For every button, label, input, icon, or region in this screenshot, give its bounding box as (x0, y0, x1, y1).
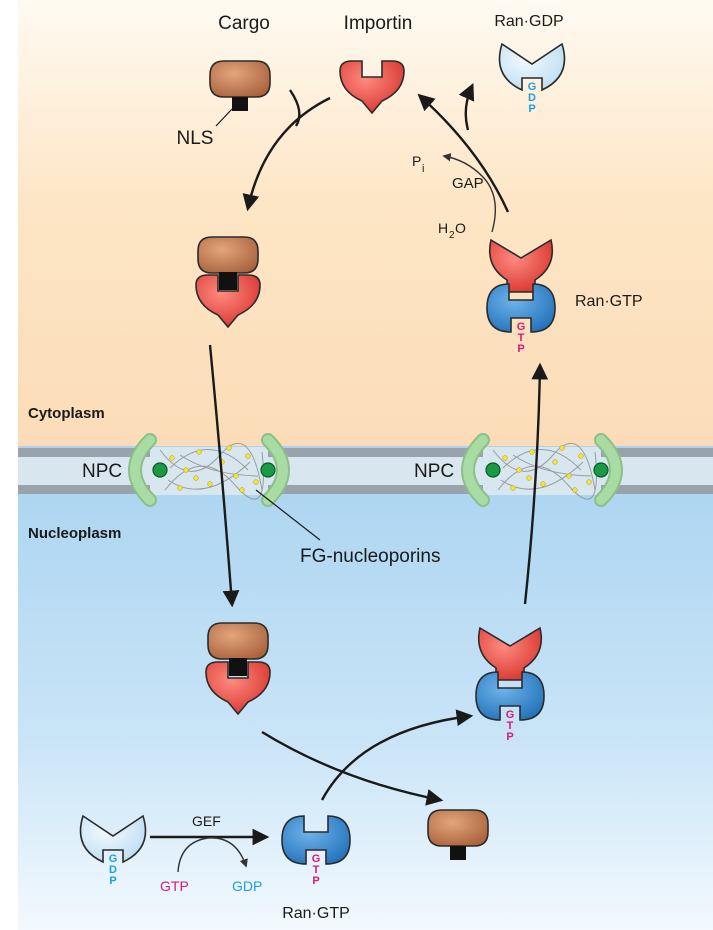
label-cargo: Cargo (218, 13, 270, 34)
nucleotide-letter: G (517, 321, 526, 333)
label-importin: Importin (344, 13, 413, 34)
arrow-icon (417, 93, 510, 213)
label-gdp-out: GDP (232, 878, 262, 894)
npc-right-icon (461, 433, 623, 507)
cytoplasm-region (18, 0, 713, 446)
nucleotide-letter: P (528, 103, 535, 115)
arrow-icon (523, 362, 549, 605)
arrow-icon (261, 730, 444, 806)
label-cytoplasm: Cytoplasm (28, 405, 105, 422)
nls-pointer (215, 108, 233, 127)
nucleotide-letter: D (109, 864, 117, 876)
npc-left-icon (128, 433, 290, 507)
nucleotide-letter: T (518, 332, 525, 344)
label-gtp-in: GTP (160, 878, 189, 894)
nucleotide-letter: P (312, 875, 319, 887)
arrow-icon (458, 82, 475, 131)
label-gap: GAP (452, 175, 484, 192)
nucleotide-letter: P (506, 731, 513, 743)
nucleotide-letter: G (506, 709, 515, 721)
nucleotide-letter: D (528, 92, 536, 104)
fg-pointer (255, 489, 321, 541)
arrow-icon (208, 344, 240, 608)
label-pi: P (412, 153, 421, 169)
label-pi-subscript: i (422, 163, 424, 175)
label-ran-gdp-top: Ran·GDP (494, 13, 563, 30)
arrow-icon (242, 96, 331, 212)
nucleotide-letter: P (109, 875, 116, 887)
nucleotide-letter: G (528, 81, 537, 93)
released-cargo-icon (427, 809, 489, 860)
label-ran-gtp-bottom: Ran·GTP (282, 905, 350, 922)
label-fg-nucleoporins: FG-nucleoporins (300, 546, 440, 567)
nucleotide-letter: G (312, 853, 321, 865)
arrows (150, 82, 549, 846)
label-nucleoplasm: Nucleoplasm (28, 525, 121, 542)
cargo-importin-complex-nucleoplasm (205, 622, 271, 715)
label-ran-gtp-right: Ran·GTP (575, 293, 643, 310)
label-h2o: H (438, 220, 448, 236)
arrow-icon (289, 89, 301, 127)
label-npc-right: NPC (414, 461, 454, 482)
nucleotide-letter: T (313, 864, 320, 876)
label-nls: NLS (177, 128, 214, 149)
nucleotide-letter: P (517, 343, 524, 355)
nucleotide-letter: T (507, 720, 514, 732)
label-gef: GEF (192, 813, 221, 829)
label-npc-left: NPC (82, 461, 122, 482)
gap-hydrolysis-arrow-icon (442, 153, 496, 233)
arrow-icon (320, 709, 474, 801)
cargo-protein-icon (209, 60, 271, 111)
gef-exchange-arrow-icon (177, 837, 248, 873)
cargo-importin-complex-cytoplasm (195, 236, 261, 328)
label-h2o-subscript: 2 (449, 230, 455, 241)
label-h2o-o: O (455, 220, 466, 236)
nucleotide-letter: G (109, 853, 118, 865)
